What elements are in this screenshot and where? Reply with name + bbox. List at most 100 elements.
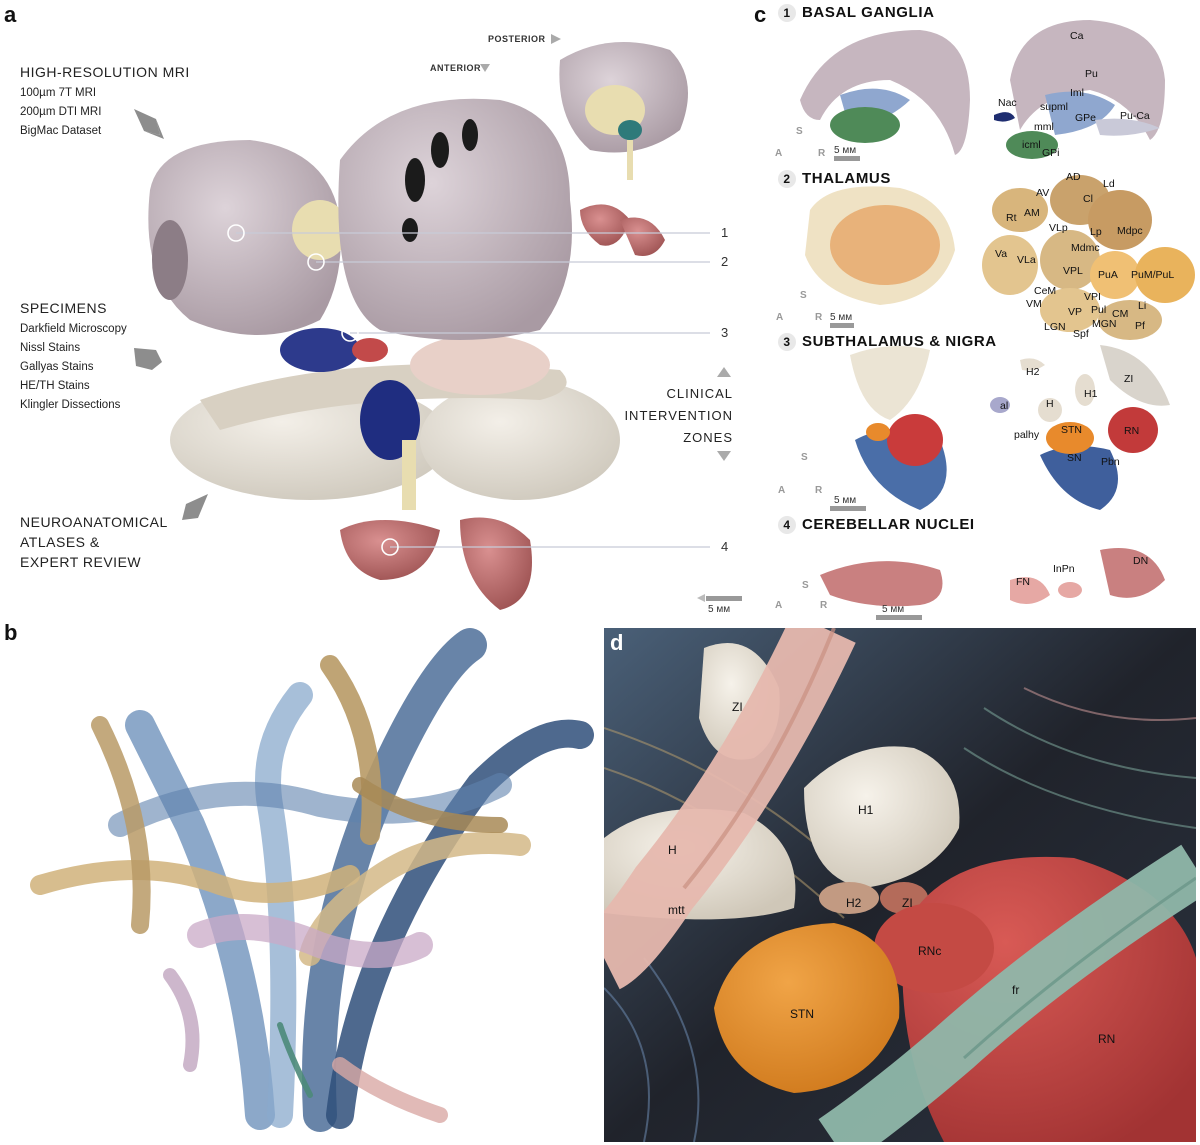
arrow-icon	[182, 494, 208, 520]
axis-a: A	[775, 600, 783, 611]
section-title-basal-ganglia: 1 BASAL GANGLIA	[778, 4, 935, 22]
arrow-icon	[134, 348, 162, 370]
label-nac: Nac	[998, 97, 1017, 109]
label-cm: CM	[1112, 308, 1129, 320]
label-pu-ca: Pu-Ca	[1120, 110, 1150, 122]
section-title-subthalamus: 3 SUBTHALAMUS & NIGRA	[778, 333, 997, 351]
label-vla: VLa	[1017, 254, 1036, 266]
brain-3d-render	[148, 34, 688, 610]
scale-label: 5 мм	[830, 312, 853, 323]
label-h2: H2	[1026, 366, 1040, 378]
section-number: 1	[778, 4, 796, 22]
label-pbn: Pbn	[1101, 456, 1120, 468]
closeup-render	[604, 628, 1196, 1142]
zones-line: CLINICAL	[666, 386, 733, 401]
specimen-item: HE/TH Stains	[20, 380, 90, 392]
label-rn: RN	[1098, 1032, 1116, 1046]
section-title: SUBTHALAMUS & NIGRA	[802, 333, 997, 350]
label-palhy: palhy	[1014, 429, 1040, 441]
scale-label: 5 мм	[834, 145, 857, 156]
axis-r: R	[818, 148, 826, 159]
label-h: H	[1046, 398, 1054, 410]
section-specimens: SPECIMENS Darkfield Microscopy Nissl Sta…	[20, 300, 127, 415]
panel-label-b: b	[4, 620, 18, 645]
label-mtt: mtt	[668, 903, 685, 917]
label-mml: mml	[1034, 121, 1054, 133]
section-title: BASAL GANGLIA	[802, 4, 935, 21]
scale-bar	[830, 323, 854, 328]
label-h1: H1	[1084, 388, 1098, 400]
label-av: AV	[1036, 187, 1050, 199]
axis-s: S	[796, 126, 803, 137]
clinical-zones-label: CLINICAL INTERVENTION ZONES	[620, 383, 733, 449]
label-fn: FN	[1016, 576, 1030, 588]
label-zi: ZI	[732, 700, 743, 714]
axis-s: S	[802, 580, 809, 591]
section-title-specimens: SPECIMENS	[20, 300, 107, 316]
panel-c-renders	[800, 20, 1195, 607]
section-title: THALAMUS	[802, 170, 891, 187]
section-title-thalamus: 2 THALAMUS	[778, 170, 891, 188]
axis-r: R	[815, 485, 823, 496]
label-va: Va	[995, 248, 1008, 260]
axis-a: A	[776, 312, 784, 323]
mri-item: 100µm 7T MRI	[20, 87, 97, 99]
axis-r: R	[815, 312, 823, 323]
section-mri: HIGH-RESOLUTION MRI 100µm 7T MRI 200µm D…	[20, 64, 190, 141]
triangle-down-icon	[717, 451, 731, 461]
atlases-line: ATLASES &	[20, 534, 100, 550]
callout-1: 1	[721, 225, 729, 240]
label-lgn: LGN	[1044, 321, 1066, 333]
label-icml: icml	[1022, 139, 1041, 151]
scale-label: 5 мм	[708, 604, 731, 615]
axis-r: R	[820, 600, 828, 611]
callout-lines	[227, 224, 710, 556]
callout-3: 3	[721, 325, 729, 340]
label-vlp: VLp	[1049, 222, 1068, 234]
label-pu: Pu	[1085, 68, 1098, 80]
label-vpi: VPI	[1084, 291, 1101, 303]
label-ld: Ld	[1103, 178, 1115, 190]
label-supml: supml	[1040, 101, 1069, 113]
scale-bar	[876, 615, 922, 620]
label-mdmc: Mdmc	[1071, 242, 1100, 254]
tractography-render	[30, 628, 594, 1132]
scale-bar	[830, 506, 866, 511]
posterior-label: POSTERIOR	[488, 34, 546, 44]
scale-bar	[706, 596, 742, 601]
section-number: 3	[778, 333, 796, 351]
triangle-up-icon	[717, 367, 731, 377]
label-cem: CeM	[1034, 285, 1057, 297]
label-iml: Iml	[1070, 87, 1084, 99]
label-inpn: InPn	[1053, 563, 1075, 575]
label-stn: STN	[790, 1007, 814, 1021]
specimen-item: Nissl Stains	[20, 342, 81, 354]
label-gpe: GPe	[1075, 112, 1097, 124]
arrow-icon	[134, 109, 164, 139]
label-pua: PuA	[1098, 269, 1118, 281]
label-vm: VM	[1026, 298, 1042, 310]
label-rnc: RNc	[918, 944, 942, 958]
label-vpl: VPL	[1063, 265, 1083, 277]
mri-item: 200µm DTI MRI	[20, 106, 102, 118]
zones-line: INTERVENTION	[624, 408, 733, 423]
callout-4: 4	[721, 539, 729, 554]
label-stn: STN	[1061, 424, 1082, 436]
label-mgn: MGN	[1092, 318, 1117, 330]
specimen-item: Darkfield Microscopy	[20, 323, 127, 335]
section-atlases: NEUROANATOMICAL ATLASES & EXPERT REVIEW	[20, 512, 168, 572]
axis-a: A	[775, 148, 783, 159]
label-fr: fr	[1012, 983, 1020, 997]
anterior-label: ANTERIOR	[430, 63, 481, 73]
mri-item: BigMac Dataset	[20, 125, 102, 137]
label-al: al	[1000, 400, 1009, 412]
section-title-mri: HIGH-RESOLUTION MRI	[20, 64, 190, 80]
triangle-left-icon	[697, 594, 705, 602]
label-ca: Ca	[1070, 30, 1084, 42]
label-zi-2: ZI	[902, 896, 913, 910]
section-number: 2	[778, 170, 796, 188]
label-ad: AD	[1066, 171, 1081, 183]
panel-label-d: d	[610, 630, 624, 655]
axis-s: S	[801, 452, 808, 463]
